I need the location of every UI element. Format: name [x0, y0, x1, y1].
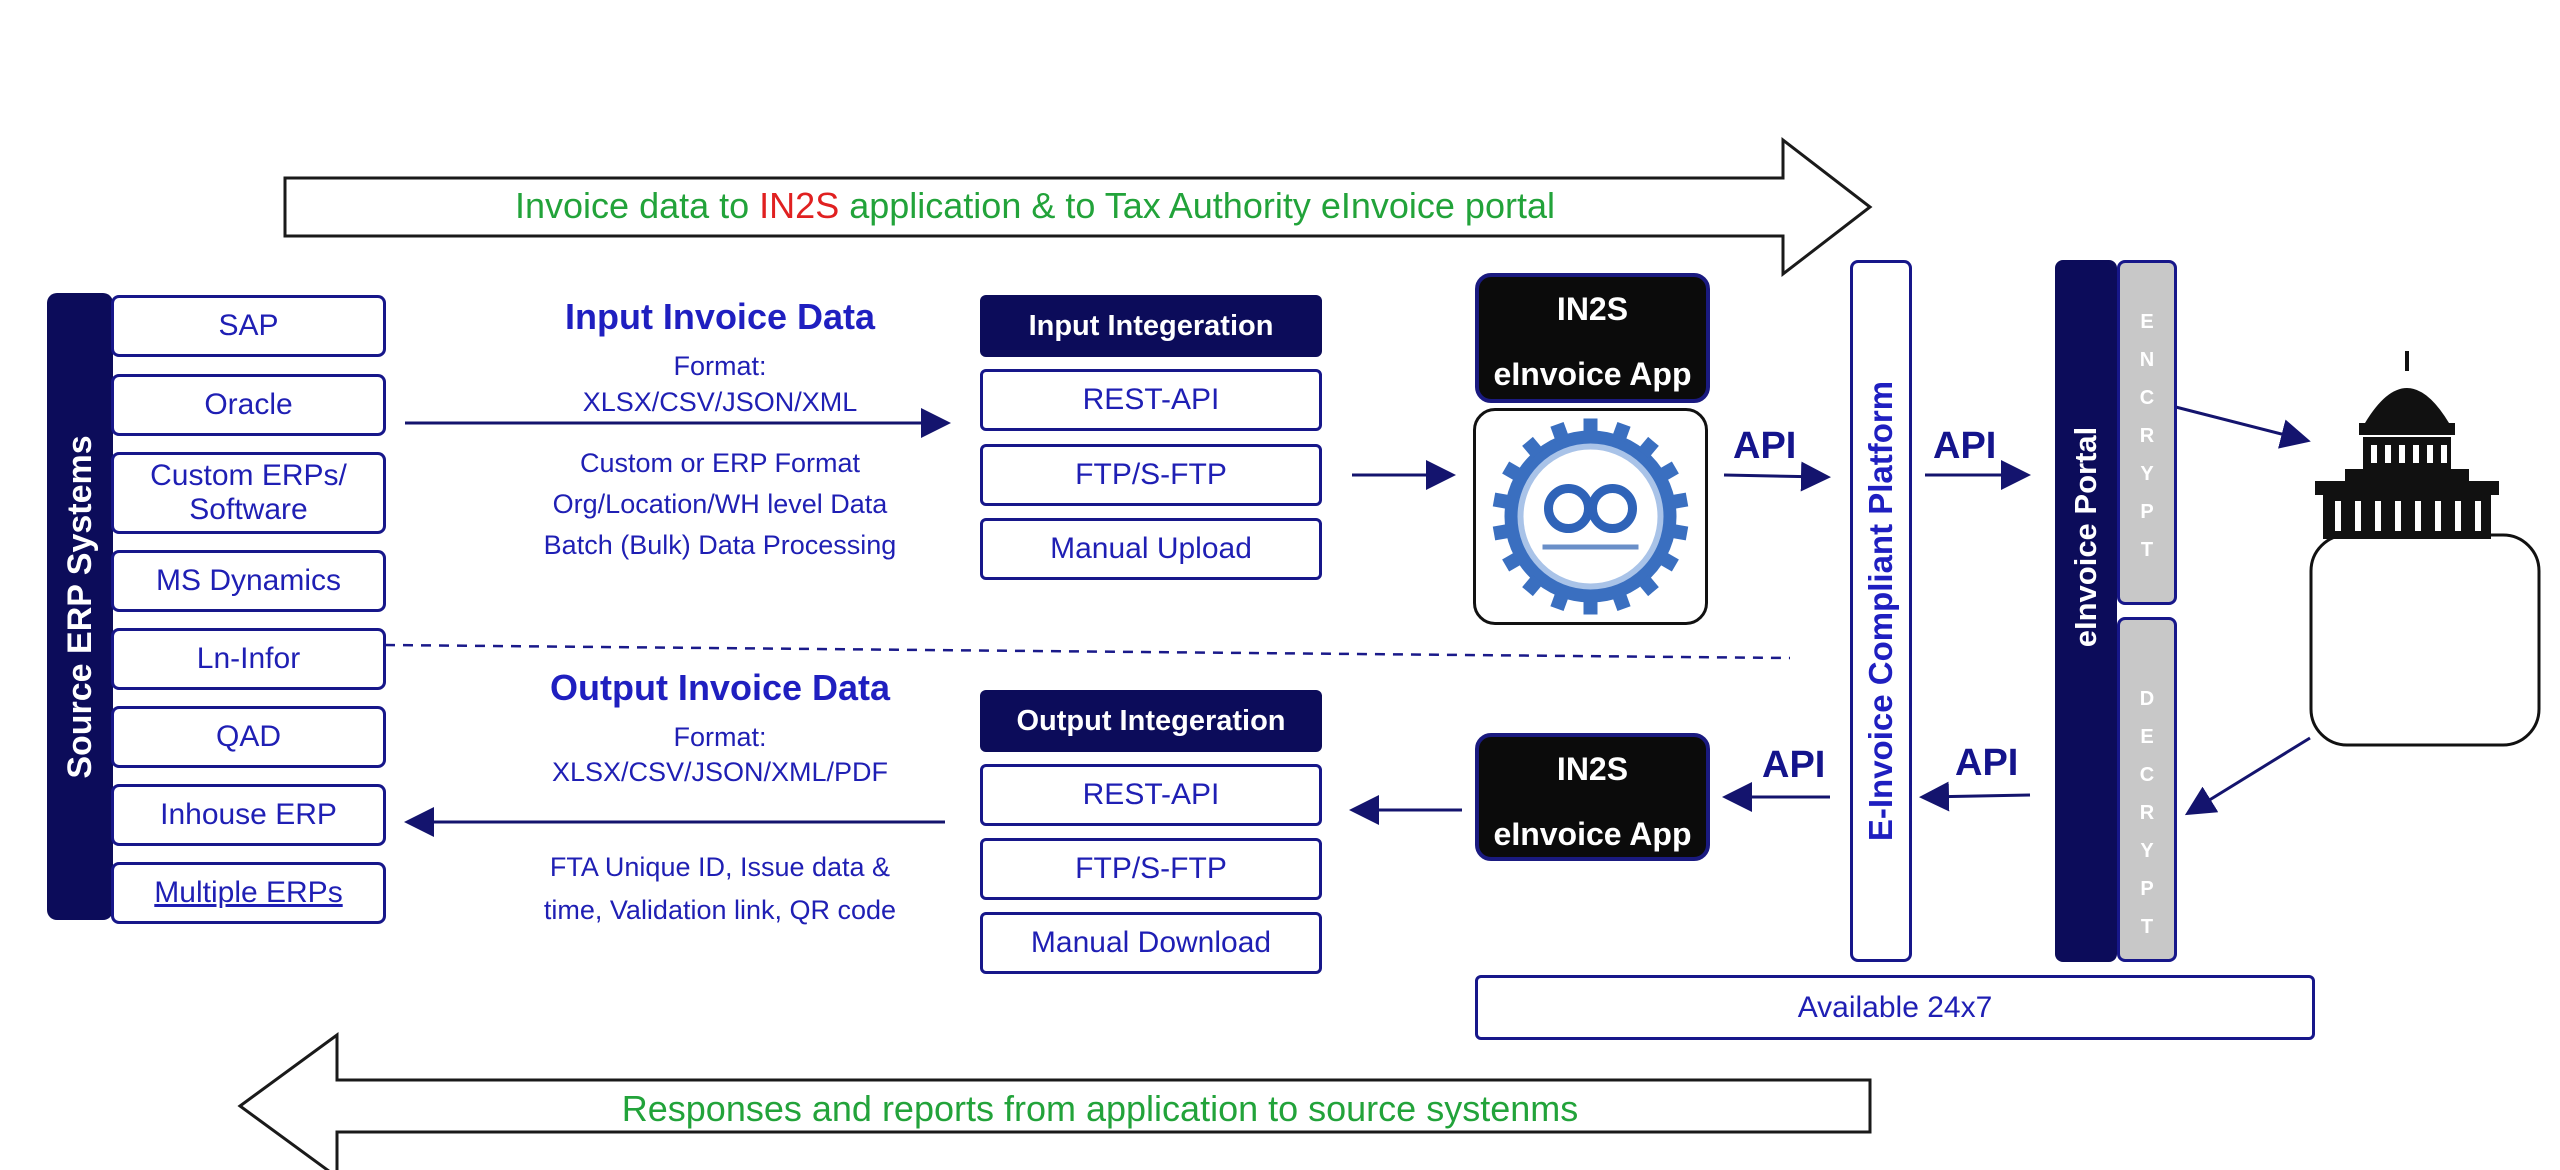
input-line-1: Custom or ERP Format: [579, 448, 861, 478]
output-ftp[interactable]: FTP/S-FTP: [980, 838, 1322, 900]
dashed-divider: [384, 643, 1791, 660]
erp-item-ms-dynamics[interactable]: MS Dynamics: [111, 550, 386, 612]
tax-authority: [2305, 345, 2545, 755]
input-line-3: Batch (Bulk) Data Processing: [543, 530, 897, 560]
top-arrow-text-part2: application & to Tax Authority eInvoice …: [839, 185, 1555, 226]
source-erp-title: Source ERP Systems: [61, 435, 99, 779]
einvoice-portal-label: eInvoice Portal: [2068, 426, 2103, 648]
capitol-building-icon: [2309, 351, 2541, 747]
einvoice-portal[interactable]: [2055, 260, 2117, 962]
decrypt-letters: D E C R Y P T: [2139, 688, 2155, 938]
erp-item-custom[interactable]: Custom ERPs/ Software: [111, 452, 386, 534]
output-rest-api[interactable]: REST-API: [980, 764, 1322, 826]
input-manual-upload[interactable]: Manual Upload: [980, 518, 1322, 580]
input-integration-title: Input Integeration: [980, 295, 1322, 357]
output-format-label: Format:: [673, 722, 767, 752]
input-format-label: Format:: [673, 351, 767, 381]
output-manual-download[interactable]: Manual Download: [980, 912, 1322, 974]
top-arrow-text: Invoice data to IN2S application & to Ta…: [300, 185, 1770, 227]
authority-to-portal-arrow: [2184, 736, 2311, 816]
api-label-2: API: [1933, 425, 1997, 467]
output-line-1: FTA Unique ID, Issue data &: [549, 852, 891, 882]
erp-item-sap[interactable]: SAP: [111, 295, 386, 357]
bottom-arrow-text: Responses and reports from application t…: [621, 1088, 1579, 1129]
api-label-4: API: [1955, 742, 2019, 784]
top-arrow-text-part1: Invoice data to: [515, 185, 760, 226]
decrypt-panel: D E C R Y P T: [2117, 617, 2177, 962]
portal-to-authority-arrow: [2159, 401, 2311, 449]
input-formats: XLSX/CSV/JSON/XML: [582, 387, 858, 417]
input-data-heading: Input Invoice Data: [564, 296, 876, 337]
app-logo-frame: [1473, 408, 1708, 625]
app-to-platform-arrow: [1723, 461, 1831, 492]
erp-item-multiple[interactable]: Multiple ERPs: [111, 862, 386, 924]
encrypt-panel: E N C R Y P T: [2117, 260, 2177, 605]
top-flow-arrow: [283, 136, 1873, 278]
app-bottom-line1: IN2S: [1556, 751, 1629, 787]
bottom-flow-arrow: [237, 1032, 1872, 1170]
app-bottom-line2: eInvoice App: [1493, 816, 1692, 852]
output-line-2: time, Validation link, QR code: [543, 895, 897, 925]
top-arrow-brand: IN2S: [759, 185, 840, 226]
api-label-1: API: [1733, 425, 1797, 467]
output-formats: XLSX/CSV/JSON/XML/PDF: [551, 757, 889, 787]
gear-logo-icon: [1492, 418, 1689, 615]
erp-item-inhouse[interactable]: Inhouse ERP: [111, 784, 386, 846]
erp-item-qad[interactable]: QAD: [111, 706, 386, 768]
availability-bar: Available 24x7: [1475, 975, 2315, 1040]
erp-item-ln-infor[interactable]: Ln-Infor: [111, 628, 386, 690]
app-top-line2: eInvoice App: [1493, 356, 1692, 392]
compliant-platform[interactable]: [1850, 260, 1912, 962]
app-top[interactable]: IN2S eInvoice App: [1475, 273, 1710, 403]
output-data-heading: Output Invoice Data: [549, 667, 891, 708]
input-ftp[interactable]: FTP/S-FTP: [980, 444, 1322, 506]
compliant-platform-label: E-Invoice Compliant Platform: [1862, 380, 1899, 842]
api-label-3: API: [1762, 744, 1826, 786]
input-line-2: Org/Location/WH level Data: [552, 489, 888, 519]
app-top-line1: IN2S: [1556, 291, 1629, 327]
source-erp-bar: [47, 293, 113, 920]
app-bottom[interactable]: IN2S eInvoice App: [1475, 733, 1710, 861]
portal-to-platform-arrow: [1919, 781, 2031, 812]
erp-item-oracle[interactable]: Oracle: [111, 374, 386, 436]
output-integration-title: Output Integeration: [980, 690, 1322, 752]
input-rest-api[interactable]: REST-API: [980, 369, 1322, 431]
encrypt-letters: E N C R Y P T: [2139, 311, 2155, 561]
